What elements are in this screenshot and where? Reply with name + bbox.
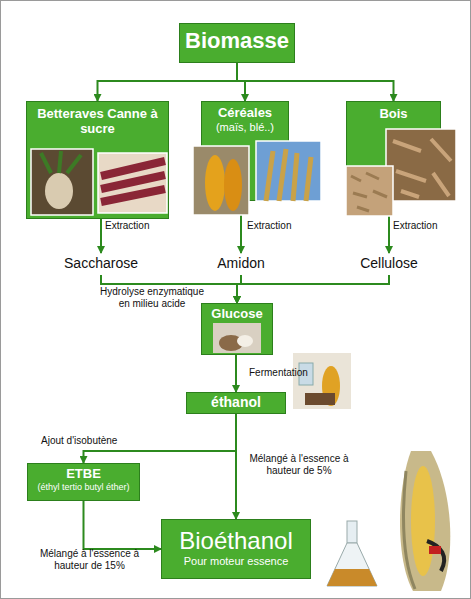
flow-arrow [237, 63, 394, 101]
node-title: Bois [379, 107, 407, 122]
node-title: Bioéthanol [179, 528, 292, 555]
edge-label: Ajout d'isobutène [41, 435, 151, 447]
edge-label: Extraction [247, 220, 317, 232]
flow-arrow [98, 63, 238, 101]
result-box: BioéthanolPour moteur essence [161, 519, 311, 579]
edge-label: Fermentation [249, 367, 329, 379]
edge-label: Extraction [393, 220, 463, 232]
edge-label: Hydrolyse enzymatique en milieu acide [97, 286, 207, 310]
flow-arrow [237, 275, 389, 303]
category-box: Céréales(maïs, blé..) [201, 101, 289, 201]
node-title: Biomasse [185, 29, 289, 54]
category-box: Bois [346, 101, 441, 201]
product-text: Cellulose [341, 254, 437, 274]
edge-label: Mélangé à l'essence à hauteur de 15% [27, 548, 152, 572]
node-title: éthanol [211, 395, 261, 411]
product-text: Saccharose [51, 254, 151, 274]
flow-arrow [235, 414, 237, 519]
fermentation-photo [293, 353, 351, 409]
node-title: Betteraves Canne à sucre [31, 107, 164, 136]
node-title: ETBE [66, 467, 101, 482]
node-title: Saccharose [64, 256, 138, 272]
flow-arrow [388, 201, 390, 253]
flask-illustration [327, 521, 377, 586]
edge-label: Extraction [105, 220, 175, 232]
flow-arrow [235, 355, 237, 392]
node-title: Amidon [217, 256, 264, 272]
node-subtitle: (maïs, blé..) [216, 121, 274, 133]
flow-arrow [100, 219, 102, 253]
product-text: Amidon [196, 254, 286, 274]
corn-pump-illustration [400, 451, 450, 591]
edge-label: Mélangé à l'essence à hauteur de 5% [244, 453, 354, 477]
node-title: Céréales [218, 106, 272, 121]
category-box: Betteraves Canne à sucre [26, 101, 169, 219]
process-box: éthanol [186, 392, 286, 414]
node-title: Cellulose [360, 256, 418, 272]
process-box: ETBE(éthyl tertio butyl éther) [27, 463, 140, 501]
node-subtitle: (éthyl tertio butyl éther) [37, 482, 129, 492]
flow-arrow [240, 201, 242, 253]
node-subtitle: Pour moteur essence [184, 555, 289, 567]
process-box: Glucose [201, 303, 273, 355]
flow-arrow [84, 501, 162, 549]
node-title: Glucose [211, 307, 262, 322]
source-box: Biomasse [179, 23, 295, 63]
